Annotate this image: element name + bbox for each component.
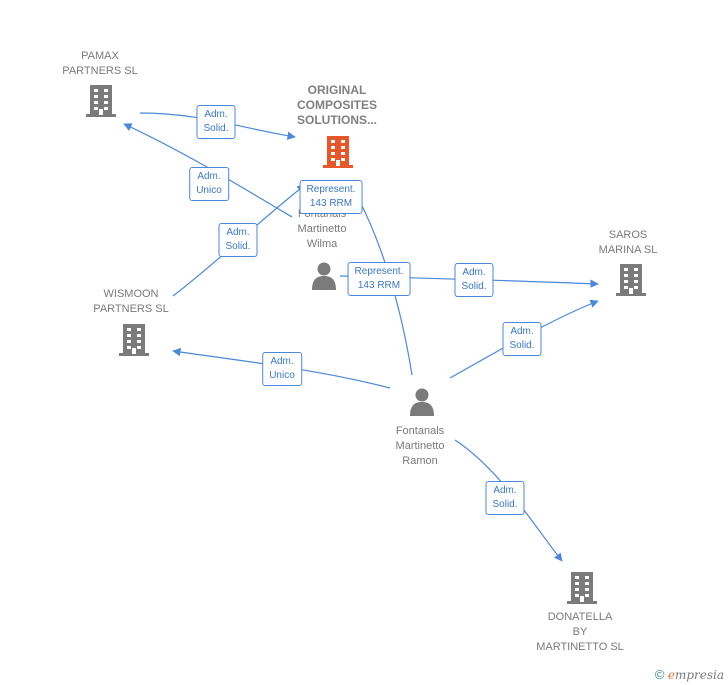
donatella-building-icon[interactable] <box>567 572 597 604</box>
edge-badge-adm-solid[interactable]: Adm. Solid. <box>454 263 494 297</box>
empresia-logo: empresia <box>667 668 724 682</box>
node-label-donatella[interactable]: DONATELLA BY MARTINETTO SL <box>536 611 624 653</box>
edge-badge-adm-unico[interactable]: Adm. Unico <box>189 167 229 201</box>
copyright-symbol: © <box>654 667 665 682</box>
node-label-pamax[interactable]: PAMAX PARTNERS SL <box>62 50 138 77</box>
edge-badge-adm-solid[interactable]: Adm. Solid. <box>218 223 258 257</box>
edge-badge-adm-solid[interactable]: Adm. Solid. <box>196 105 236 139</box>
wilma-person-icon[interactable] <box>312 262 336 291</box>
wismoon-building-icon[interactable] <box>119 324 149 356</box>
edge-badge-adm-unico[interactable]: Adm. Unico <box>262 352 302 386</box>
edge-badge-adm-solid[interactable]: Adm. Solid. <box>502 322 542 356</box>
edge-badge-adm-solid[interactable]: Adm. Solid. <box>485 481 525 515</box>
node-label-saros[interactable]: SAROS MARINA SL <box>598 229 658 256</box>
edge-badge-represent[interactable]: Represent. 143 RRM <box>299 180 363 214</box>
footer-brand: © empresia <box>655 667 724 682</box>
ramon-person-icon[interactable] <box>410 388 434 417</box>
pamax-building-icon[interactable] <box>86 85 116 117</box>
node-label-ramon[interactable]: Fontanals Martinetto Ramon <box>395 425 445 467</box>
node-label-original[interactable]: ORIGINAL COMPOSITES SOLUTIONS... <box>296 83 378 127</box>
original-building-icon[interactable] <box>323 136 353 168</box>
node-label-wismoon[interactable]: WISMOON PARTNERS SL <box>93 288 169 315</box>
edge-badge-represent[interactable]: Represent. 143 RRM <box>347 262 411 296</box>
saros-building-icon[interactable] <box>616 264 646 296</box>
edge-wilma-pamax <box>123 123 293 218</box>
